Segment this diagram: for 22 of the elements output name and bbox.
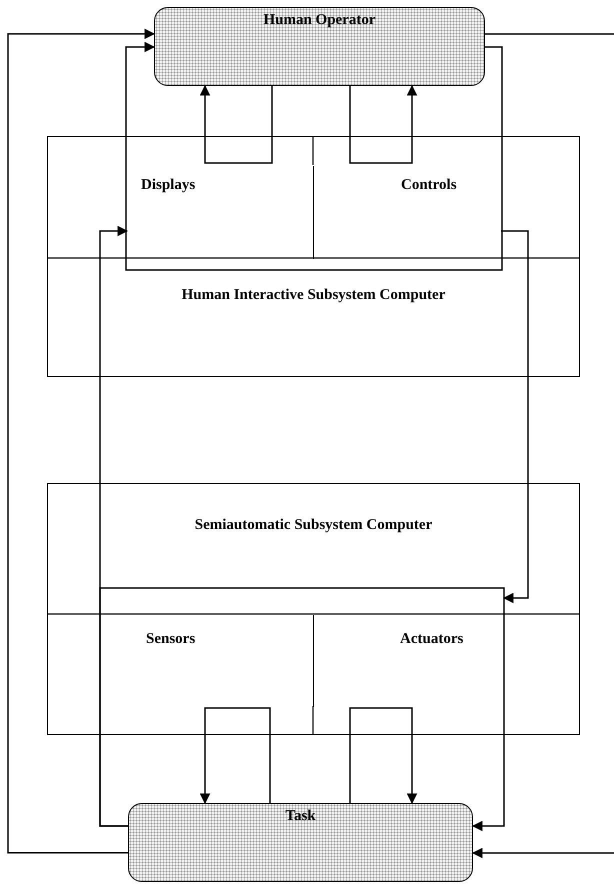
arrow bbox=[7, 28, 156, 854]
arrow bbox=[99, 587, 505, 832]
arrow bbox=[472, 848, 614, 858]
arrow bbox=[349, 707, 418, 804]
arrow bbox=[125, 42, 503, 271]
node-label: Sensors bbox=[146, 631, 196, 648]
node-title: Task bbox=[284, 808, 317, 825]
arrow bbox=[200, 84, 273, 164]
node-title: Semiautomatic Subsystem Computer bbox=[194, 517, 434, 534]
subsystem-box bbox=[47, 483, 580, 735]
operator-box bbox=[154, 7, 485, 86]
arrow bbox=[501, 230, 529, 604]
arrow bbox=[200, 707, 271, 804]
task-box bbox=[128, 803, 473, 882]
subsystem-box bbox=[47, 136, 580, 377]
node-label: Displays bbox=[141, 177, 196, 194]
node-label: Actuators bbox=[400, 631, 464, 648]
node-label: Controls bbox=[401, 177, 457, 194]
node-title: Human Interactive Subsystem Computer bbox=[180, 287, 446, 304]
connector-line bbox=[485, 33, 614, 35]
node-title: Human Operator bbox=[262, 12, 377, 29]
arrow bbox=[349, 84, 418, 164]
